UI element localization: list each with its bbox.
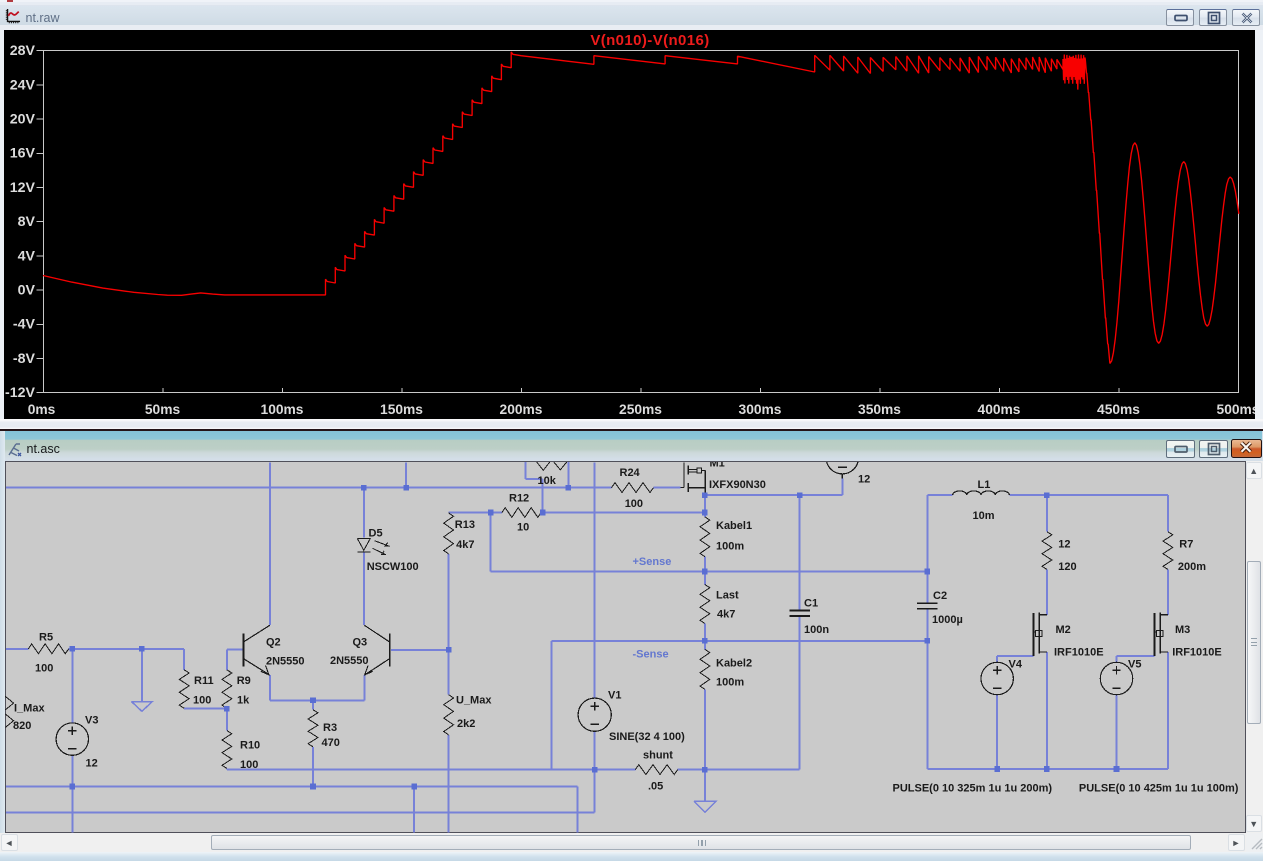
svg-text:D5: D5 <box>369 527 383 539</box>
svg-text:IRF1010E: IRF1010E <box>1054 646 1104 658</box>
svg-text:V3: V3 <box>85 714 98 726</box>
svg-text:M3: M3 <box>1175 623 1190 635</box>
svg-text:10k: 10k <box>538 475 557 487</box>
svg-text:R5: R5 <box>39 631 53 643</box>
svg-text:M2: M2 <box>1056 623 1071 635</box>
svg-text:350ms: 350ms <box>858 402 901 417</box>
svg-text:-Sense: -Sense <box>633 648 669 660</box>
svg-text:U_Max: U_Max <box>456 694 492 706</box>
svg-text:8V: 8V <box>18 214 36 230</box>
svg-text:2N5550: 2N5550 <box>266 655 305 667</box>
svg-text:IXFX90N30: IXFX90N30 <box>709 479 766 491</box>
svg-text:12V: 12V <box>10 180 36 196</box>
svg-text:100m: 100m <box>716 540 744 552</box>
svg-text:V5: V5 <box>1128 658 1141 670</box>
svg-text:10: 10 <box>517 521 529 533</box>
svg-text:R24: R24 <box>620 466 641 478</box>
svg-text:100: 100 <box>240 759 258 771</box>
svg-text:Q3: Q3 <box>353 636 368 648</box>
svg-text:10m: 10m <box>973 510 995 522</box>
svg-text:Last: Last <box>716 589 739 601</box>
svg-text:12: 12 <box>86 757 98 769</box>
svg-text:100: 100 <box>35 662 53 674</box>
svg-text:L1: L1 <box>978 478 991 490</box>
svg-text:100n: 100n <box>804 624 829 636</box>
svg-text:0ms: 0ms <box>28 402 56 417</box>
svg-text:V4: V4 <box>1009 658 1023 670</box>
svg-text:+Sense: +Sense <box>633 556 672 568</box>
svg-text:shunt: shunt <box>643 749 673 761</box>
svg-text:100ms: 100ms <box>261 402 304 417</box>
svg-text:0V: 0V <box>18 282 36 298</box>
svg-text:28V: 28V <box>10 43 36 59</box>
svg-text:4V: 4V <box>18 248 36 264</box>
svg-text:24V: 24V <box>10 77 36 93</box>
svg-text:500ms: 500ms <box>1217 402 1255 417</box>
svg-text:4k7: 4k7 <box>717 608 735 620</box>
svg-text:R10: R10 <box>240 739 260 751</box>
svg-text:16V: 16V <box>10 145 36 161</box>
svg-text:Kabel2: Kabel2 <box>716 657 752 669</box>
svg-text:R3: R3 <box>323 722 337 734</box>
svg-text:100: 100 <box>625 498 643 510</box>
svg-text:1k: 1k <box>237 694 250 706</box>
svg-text:R9: R9 <box>237 675 251 687</box>
svg-text:R13: R13 <box>455 519 475 531</box>
svg-text:50ms: 50ms <box>145 402 181 417</box>
svg-text:R12: R12 <box>509 492 529 504</box>
svg-text:200m: 200m <box>1178 561 1206 573</box>
svg-text:I_Max: I_Max <box>14 702 45 714</box>
svg-text:PULSE(0 10 325m 1u 1u 200m): PULSE(0 10 325m 1u 1u 200m) <box>893 782 1053 794</box>
svg-text:R11: R11 <box>194 675 214 687</box>
svg-text:100: 100 <box>193 694 211 706</box>
svg-text:V(n010)-V(n016): V(n010)-V(n016) <box>590 32 709 49</box>
svg-text:NSCW100: NSCW100 <box>367 561 419 573</box>
svg-text:.05: .05 <box>648 780 663 792</box>
svg-text:PULSE(0 10 425m 1u 1u 100m): PULSE(0 10 425m 1u 1u 100m) <box>1079 782 1239 794</box>
svg-text:470: 470 <box>322 737 340 749</box>
svg-text:4k7: 4k7 <box>456 538 474 550</box>
svg-text:1000µ: 1000µ <box>932 614 963 626</box>
svg-text:V1: V1 <box>608 689 621 701</box>
svg-text:C2: C2 <box>933 590 947 602</box>
svg-text:150ms: 150ms <box>380 402 423 417</box>
svg-text:C1: C1 <box>804 597 818 609</box>
svg-text:Kabel1: Kabel1 <box>716 520 752 532</box>
svg-text:250ms: 250ms <box>619 402 662 417</box>
svg-text:450ms: 450ms <box>1097 402 1140 417</box>
svg-text:12: 12 <box>858 473 870 485</box>
svg-text:2k2: 2k2 <box>457 718 475 730</box>
svg-text:IRF1010E: IRF1010E <box>1172 646 1222 658</box>
svg-text:100m: 100m <box>716 676 744 688</box>
svg-text:200ms: 200ms <box>500 402 543 417</box>
svg-text:12: 12 <box>1058 538 1070 550</box>
svg-text:R7: R7 <box>1179 538 1193 550</box>
svg-text:-12V: -12V <box>5 385 36 401</box>
svg-text:20V: 20V <box>10 111 36 127</box>
svg-text:400ms: 400ms <box>978 402 1021 417</box>
svg-text:120: 120 <box>1058 561 1076 573</box>
svg-text:M1: M1 <box>710 462 725 470</box>
svg-text:-4V: -4V <box>13 316 36 332</box>
svg-text:Q2: Q2 <box>266 636 281 648</box>
svg-text:820: 820 <box>13 720 31 732</box>
svg-text:300ms: 300ms <box>739 402 782 417</box>
svg-text:SINE(32 4 100): SINE(32 4 100) <box>609 731 685 743</box>
svg-text:2N5550: 2N5550 <box>330 655 369 667</box>
svg-text:-8V: -8V <box>13 351 36 367</box>
